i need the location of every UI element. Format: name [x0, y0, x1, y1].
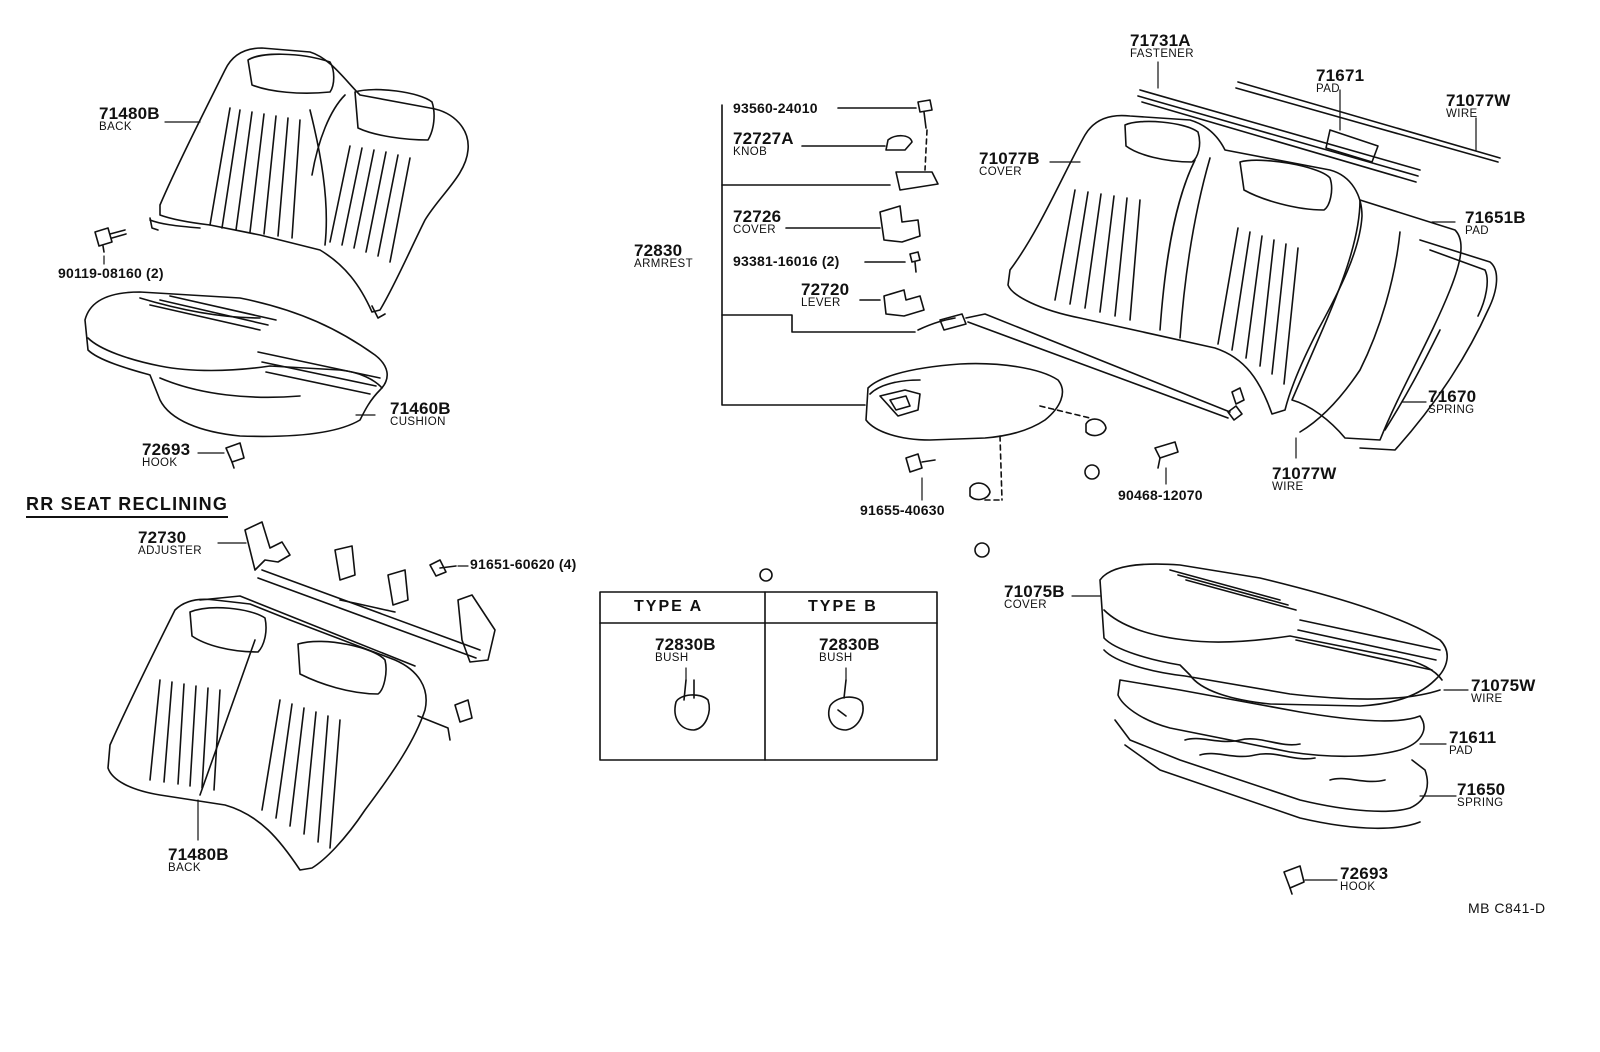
bolt-90119	[94, 227, 127, 253]
label-72726: 72726 COVER	[733, 208, 781, 237]
part-number: 71611	[1449, 728, 1497, 747]
part-name: WIRE	[1446, 108, 1478, 120]
adjuster-72730	[244, 521, 496, 663]
part-name: BACK	[168, 862, 201, 874]
part-number: 72830	[634, 241, 683, 260]
bush-type-table	[599, 591, 938, 761]
part-name: HOOK	[1340, 881, 1376, 893]
label-71077B: 71077B COVER	[979, 150, 1040, 179]
seat-back-right	[1007, 81, 1501, 451]
label-71651B: 71651B PAD	[1465, 209, 1526, 238]
part-name: PAD	[1449, 745, 1473, 757]
part-number: 71670	[1428, 387, 1477, 406]
label-71077W-bottom: 71077W WIRE	[1272, 465, 1337, 494]
part-number: 71731A	[1130, 31, 1191, 50]
part-number: 71077W	[1446, 91, 1511, 110]
label-72830B-type-a: 72830B BUSH	[655, 636, 716, 665]
label-72693-left: 72693 HOOK	[142, 441, 190, 470]
part-number: 72726	[733, 207, 782, 226]
hook-72693-right	[1283, 865, 1305, 895]
label-71460B: 71460B CUSHION	[390, 400, 451, 429]
type-a-heading: TYPE A	[634, 598, 704, 615]
part-name: ADJUSTER	[138, 545, 202, 557]
label-72830B-type-b: 72830B BUSH	[819, 636, 880, 665]
part-number: 72720	[801, 280, 850, 299]
seat-cushion-top-left	[84, 291, 388, 438]
part-name: BUSH	[655, 652, 689, 664]
label-72727A: 72727A KNOB	[733, 130, 794, 159]
part-name: HOOK	[142, 457, 178, 469]
label-71650: 71650 SPRING	[1457, 781, 1505, 810]
part-number: 71480B	[99, 104, 160, 123]
part-number: 71077W	[1272, 464, 1337, 483]
leader-lines	[103, 61, 1477, 881]
part-number: 71077B	[979, 149, 1040, 168]
label-71731A: 71731A FASTENER	[1130, 32, 1194, 61]
part-name: BUSH	[819, 652, 853, 664]
part-number: 72830B	[819, 635, 880, 654]
label-71671: 71671 PAD	[1316, 67, 1364, 96]
diagram-reference-code: MB C841-D	[1468, 900, 1546, 916]
part-name: WIRE	[1471, 693, 1503, 705]
label-72830: 72830 ARMREST	[634, 242, 693, 271]
part-name: SPRING	[1457, 797, 1504, 809]
label-90468: 90468-12070	[1118, 487, 1203, 503]
part-number: 71650	[1457, 780, 1506, 799]
label-71480B-bottom: 71480B BACK	[168, 846, 229, 875]
part-name: LEVER	[801, 297, 841, 309]
part-number: 71460B	[390, 399, 451, 418]
part-number: 71075B	[1004, 582, 1065, 601]
part-name: COVER	[733, 224, 776, 236]
part-number: 72830B	[655, 635, 716, 654]
label-91655: 91655-40630	[860, 502, 945, 518]
part-name: CUSHION	[390, 416, 446, 428]
part-name: SPRING	[1428, 404, 1475, 416]
label-72693-right: 72693 HOOK	[1340, 865, 1388, 894]
seat-back-bottom-left	[107, 595, 473, 871]
part-number: 71075W	[1471, 676, 1536, 695]
label-71077W-top: 71077W WIRE	[1446, 92, 1511, 121]
label-91651: 91651-60620 (4)	[470, 556, 577, 572]
seat-back-top-left	[149, 47, 469, 319]
label-71075W: 71075W WIRE	[1471, 677, 1536, 706]
part-name: KNOB	[733, 146, 768, 158]
label-72720: 72720 LEVER	[801, 281, 849, 310]
section-title: RR SEAT RECLINING	[26, 494, 229, 518]
part-name: COVER	[1004, 599, 1047, 611]
armrest-assembly	[721, 99, 1245, 501]
part-name: WIRE	[1272, 481, 1304, 493]
part-number: 71651B	[1465, 208, 1526, 227]
hook-72693-left	[225, 442, 245, 469]
part-number: 72730	[138, 528, 187, 547]
part-number: 72693	[1340, 864, 1389, 883]
label-71670: 71670 SPRING	[1428, 388, 1476, 417]
label-93381: 93381-16016 (2)	[733, 253, 840, 269]
part-number: 72693	[142, 440, 191, 459]
part-name: FASTENER	[1130, 48, 1194, 60]
part-name: PAD	[1465, 225, 1489, 237]
part-number: 72727A	[733, 129, 794, 148]
part-number: 71480B	[168, 845, 229, 864]
type-b-heading: TYPE B	[808, 598, 878, 615]
part-name: PAD	[1316, 83, 1340, 95]
label-93560: 93560-24010	[733, 100, 818, 116]
ring-symbols	[759, 464, 1100, 582]
label-71075B: 71075B COVER	[1004, 583, 1065, 612]
label-72730: 72730 ADJUSTER	[138, 529, 202, 558]
label-71480B-top: 71480B BACK	[99, 105, 160, 134]
label-71611: 71611 PAD	[1449, 729, 1496, 758]
part-number: 71671	[1316, 66, 1365, 85]
label-90119: 90119-08160 (2)	[58, 265, 164, 281]
part-name: BACK	[99, 121, 132, 133]
part-name: COVER	[979, 166, 1022, 178]
part-name: ARMREST	[634, 258, 694, 270]
seat-cushion-right	[1099, 563, 1448, 830]
